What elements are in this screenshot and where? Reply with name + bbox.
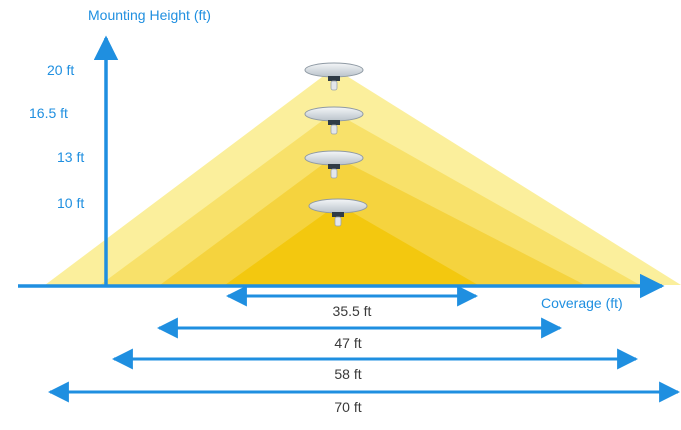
- light-cones: [45, 68, 681, 285]
- y-axis-label: Mounting Height (ft): [88, 7, 211, 23]
- height-label-13ft: 13 ft: [57, 149, 84, 165]
- light-cone-13ft: [160, 156, 585, 285]
- height-label-16-5ft: 16.5 ft: [29, 105, 68, 121]
- ceiling-sensor-fixture-icon: [304, 106, 364, 135]
- x-axis-label: Coverage (ft): [541, 295, 623, 311]
- coverage-label-58ft: 58 ft: [334, 366, 361, 382]
- ceiling-sensor-fixture-icon: [304, 62, 364, 91]
- coverage-label-47ft: 47 ft: [334, 335, 361, 351]
- height-label-10ft: 10 ft: [57, 195, 84, 211]
- light-cone-10ft: [225, 204, 478, 285]
- height-label-20ft: 20 ft: [47, 62, 74, 78]
- coverage-label-35-5ft: 35.5 ft: [333, 303, 372, 319]
- ceiling-sensor-fixture-icon: [308, 198, 368, 227]
- ceiling-sensor-fixture-icon: [304, 150, 364, 179]
- coverage-label-70ft: 70 ft: [334, 399, 361, 415]
